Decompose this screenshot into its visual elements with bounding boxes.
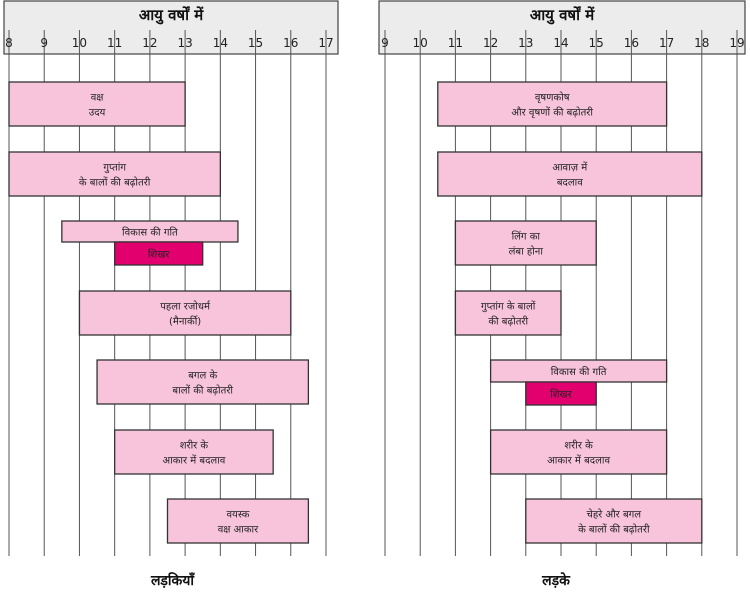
- axis-title: आयु वर्षों में: [530, 6, 595, 25]
- peak-bar: [114, 241, 204, 266]
- tick-label: 16: [283, 36, 298, 50]
- peak-bar: [525, 381, 597, 406]
- tick-label: 12: [483, 36, 498, 50]
- bar-label: गुप्तांग: [103, 162, 126, 174]
- stage-bar: [166, 498, 310, 544]
- bar-label: चेहरे और बगल: [587, 509, 642, 521]
- stage-bar: [525, 498, 703, 544]
- tick-label: 12: [142, 36, 157, 50]
- bar-label: वक्ष आकार: [218, 525, 259, 536]
- bar-label: गुप्तांग के बालों: [481, 301, 536, 313]
- tick-label: 10: [72, 36, 87, 50]
- axis-header: [378, 0, 746, 55]
- bar-label: बालों की बढ़ोतरी: [172, 385, 233, 397]
- axis-header: [3, 0, 339, 55]
- bar-label: शरीर के: [564, 440, 593, 452]
- stage-bar: [437, 151, 703, 197]
- stage-bar: [8, 151, 221, 197]
- bar-label: शरीर के: [180, 440, 209, 452]
- tick-label: 11: [448, 36, 463, 50]
- stage-bar: [114, 429, 274, 475]
- bar-label: आकार में बदलाव: [547, 455, 610, 467]
- tick-label: 17: [659, 36, 674, 50]
- bar-label: आकार में बदलाव: [162, 455, 225, 467]
- axis-title: आयु वर्षों में: [139, 6, 204, 25]
- boys-panel: आयु वर्षों में 9 10 11 12 13 14 15 16 17 18 19 वृषणक…: [378, 0, 746, 589]
- stage-bar: [8, 81, 186, 127]
- tick-label: 9: [40, 36, 48, 50]
- bar-label: (मैनार्की): [169, 316, 201, 328]
- bar-label: लिंग का: [512, 231, 541, 243]
- bar-label: पहला रजोधर्म: [160, 301, 211, 313]
- tick-label: 19: [729, 36, 744, 50]
- bar-label: विकास की गति: [122, 227, 178, 239]
- tick-label: 13: [518, 36, 533, 50]
- bar-label: वयस्क: [226, 510, 249, 521]
- stage-bar: [454, 290, 562, 336]
- bar-label: लंबा होना: [509, 246, 544, 258]
- tick-label: 11: [107, 36, 122, 50]
- bar-label: के बालों की बढ़ोतरी: [79, 177, 151, 189]
- tick-label: 18: [694, 36, 709, 50]
- bar-label: बदलाव: [557, 178, 583, 189]
- bar-label: की बढ़ोतरी: [488, 316, 528, 328]
- girls-panel: आयु वर्षों में 8 9 10 11 12 13 14 15 16 17 वक्ष उदय ग…: [3, 0, 339, 589]
- tick-label: 13: [177, 36, 192, 50]
- panel-label: लड़के: [541, 572, 571, 589]
- tick-label: 15: [248, 36, 263, 50]
- bar-label: वक्ष: [91, 93, 105, 104]
- bar-label: उदय: [89, 108, 106, 119]
- bar-label: शिखर: [550, 389, 573, 401]
- stage-bar: [454, 220, 597, 266]
- stage-bar: [96, 359, 310, 405]
- bar-label: आवाज़ में: [552, 162, 588, 174]
- bar-label: शिखर: [148, 249, 171, 261]
- bar-label: बगल के: [188, 370, 217, 382]
- tick-label: 15: [589, 36, 604, 50]
- bar-label: और वृषणों की बढ़ोतरी: [511, 107, 593, 119]
- bar-label: वृषणकोष: [535, 92, 570, 104]
- tick-label: 16: [624, 36, 639, 50]
- stage-bar: [437, 81, 668, 127]
- stage-bar: [489, 429, 668, 475]
- tick-label: 14: [213, 36, 228, 50]
- bar-label: के बालों की बढ़ोतरी: [578, 524, 650, 536]
- tick-label: 8: [5, 36, 13, 50]
- tick-label: 10: [413, 36, 428, 50]
- tick-label: 17: [318, 36, 333, 50]
- tick-label: 9: [381, 36, 389, 50]
- panel-label: लड़कियाँ: [150, 572, 195, 589]
- tick-label: 14: [553, 36, 568, 50]
- bar-label: विकास की गति: [551, 366, 607, 378]
- stage-bar: [78, 290, 292, 336]
